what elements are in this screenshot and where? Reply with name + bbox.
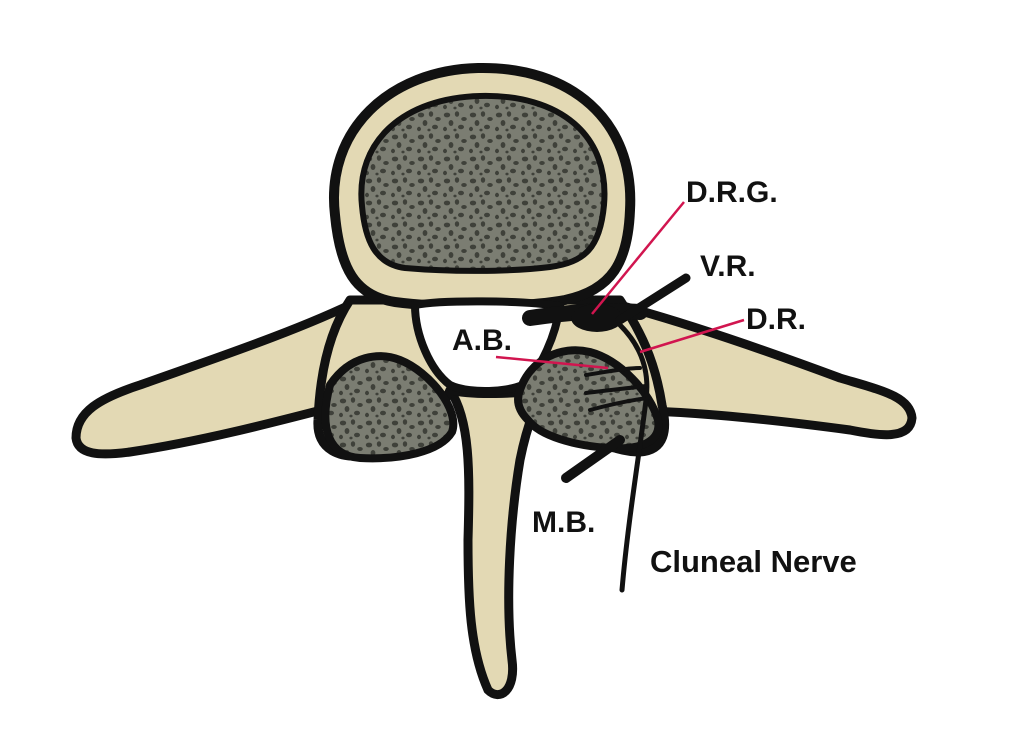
dorsal-ramus xyxy=(617,322,650,403)
articular-branch-2 xyxy=(584,384,648,395)
drg-leader xyxy=(591,201,685,315)
vertebral-body-cancellous xyxy=(358,92,608,274)
right-transverse-process xyxy=(595,295,917,440)
right-facet xyxy=(514,346,663,453)
left-facet xyxy=(321,352,458,463)
leader-lines xyxy=(495,201,745,370)
spinous-process xyxy=(445,383,550,699)
medial-branch xyxy=(561,435,625,483)
label-cluneal-nerve: Cluneal Nerve xyxy=(650,544,857,579)
articular-branch-3 xyxy=(588,396,650,412)
label-dorsal-ramus: D.R. xyxy=(746,303,806,336)
ab-leader xyxy=(495,355,609,370)
cluneal-nerve xyxy=(619,397,649,593)
label-medial-branch: M.B. xyxy=(532,506,596,539)
nerve-structures xyxy=(522,273,691,593)
dorsal-root-ganglion xyxy=(571,304,623,332)
articular-branch-1 xyxy=(584,366,642,377)
label-ventral-ramus: V.R. xyxy=(700,250,756,283)
dr-leader xyxy=(639,318,745,354)
left-transverse-process xyxy=(71,295,365,459)
label-articular-branch: A.B. xyxy=(452,324,512,357)
label-dorsal-root-ganglion: D.R.G. xyxy=(686,176,778,209)
ventral-ramus xyxy=(615,273,691,325)
